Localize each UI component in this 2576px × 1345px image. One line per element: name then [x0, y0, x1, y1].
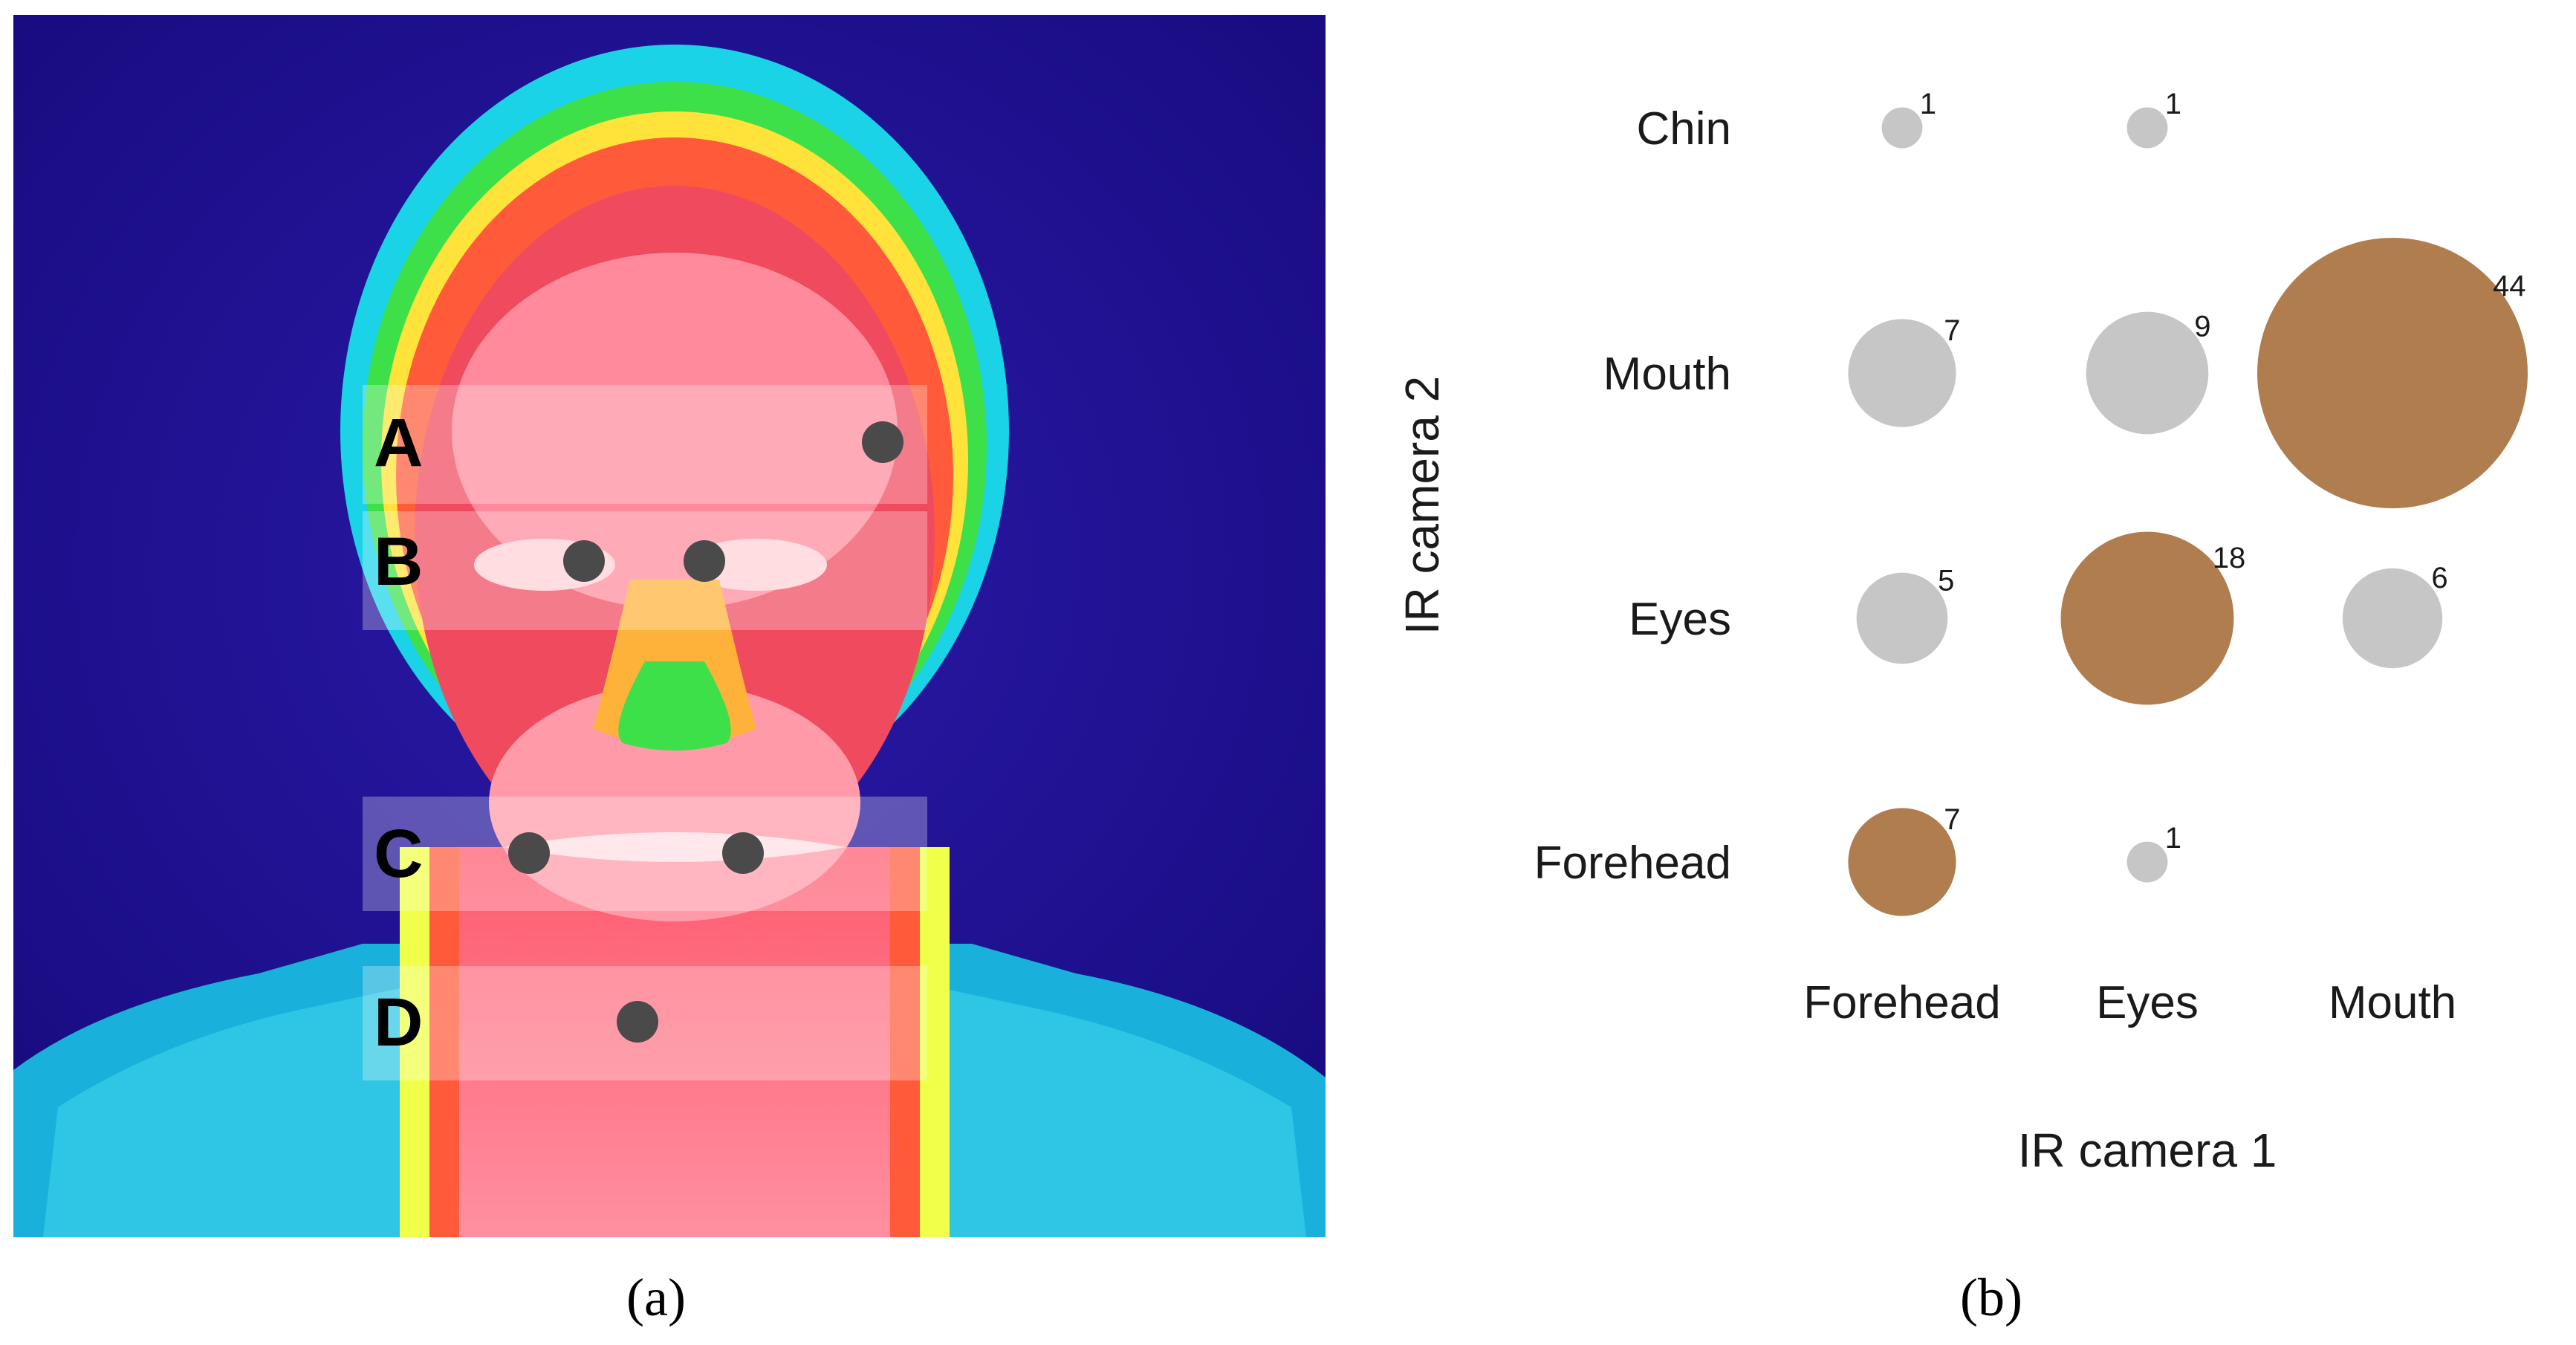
x-tick-label-forehead: Forehead — [1803, 977, 2000, 1028]
caption-a: (a) — [626, 1268, 686, 1327]
bubble-label-mouth-mouth: 44 — [2493, 270, 2526, 302]
bubble-forehead-eyes — [1856, 572, 1948, 664]
bubble-label-forehead-eyes: 5 — [1938, 564, 1954, 597]
bubble-forehead-forehead — [1848, 808, 1956, 916]
x-tick-label-mouth: Mouth — [2329, 977, 2456, 1028]
y-tick-label-eyes: Eyes — [1629, 594, 1731, 645]
bubbles — [1848, 107, 2528, 916]
bubble-label-forehead-chin: 1 — [1920, 88, 1936, 120]
region-marker-c-1 — [508, 832, 550, 874]
region-marker-d-1 — [617, 1001, 658, 1043]
region-letter-d: D — [374, 985, 423, 1060]
bubble-mouth-eyes — [2342, 568, 2443, 669]
neck — [459, 847, 890, 1237]
bubble-mouth-mouth — [2257, 238, 2528, 508]
y-axis-title: IR camera 2 — [1395, 376, 1449, 635]
bubble-label-forehead-forehead: 7 — [1944, 803, 1960, 836]
bubble-label-mouth-eyes: 6 — [2431, 562, 2447, 594]
x-axis-title: IR camera 1 — [2018, 1124, 2277, 1177]
chin-glow — [489, 684, 860, 921]
bubble-eyes-chin — [2126, 107, 2168, 149]
bubble-label-eyes-chin: 1 — [2165, 88, 2181, 120]
bubble-label-eyes-forehead: 1 — [2165, 822, 2181, 855]
region-letter-b: B — [374, 524, 423, 600]
region-letters: AB C D — [374, 405, 423, 1060]
bubble-forehead-chin — [1881, 107, 1923, 149]
region-markers — [508, 421, 903, 1043]
region-marker-c-2 — [722, 832, 764, 874]
y-tick-label-chin: Chin — [1636, 103, 1731, 155]
bubble-value-labels: 1 1 7 9 44 5 18 6 7 1 — [1920, 88, 2526, 855]
thermal-image-svg: AB C D — [13, 15, 1326, 1237]
bubble-label-eyes-eyes: 18 — [2213, 542, 2246, 574]
bubble-label-eyes-mouth: 9 — [2194, 311, 2210, 343]
bubble-eyes-mouth — [2086, 311, 2209, 435]
region-marker-b-2 — [684, 540, 725, 582]
region-marker-a-1 — [862, 421, 903, 463]
forehead-glow — [452, 253, 898, 609]
caption-b: (b) — [1960, 1268, 2022, 1327]
region-bands — [363, 385, 927, 1080]
bubble-label-forehead-mouth: 7 — [1944, 314, 1960, 347]
region-band-b — [363, 511, 927, 630]
y-tick-label-mouth: Mouth — [1603, 349, 1731, 400]
bubble-eyes-eyes — [2060, 531, 2234, 705]
region-letter-a: A — [374, 405, 423, 481]
bubble-eyes-forehead — [2126, 841, 2168, 883]
region-letter-c: C — [374, 816, 423, 892]
x-axis-labels: Forehead Eyes Mouth — [1803, 977, 2456, 1028]
y-axis-labels: Forehead Eyes Mouth Chin — [1534, 103, 1731, 889]
x-tick-label-eyes: Eyes — [2096, 977, 2199, 1028]
nose-tip — [618, 661, 731, 751]
bubble-forehead-mouth — [1848, 319, 1956, 427]
region-band-c — [363, 797, 927, 911]
region-band-a — [363, 385, 927, 504]
region-marker-b-1 — [563, 540, 605, 582]
y-tick-label-forehead: Forehead — [1534, 837, 1731, 889]
